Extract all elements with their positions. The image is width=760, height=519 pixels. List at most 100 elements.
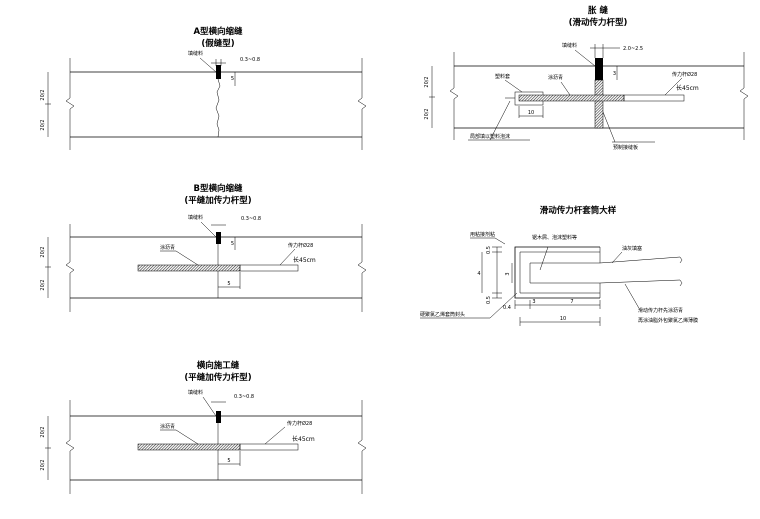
asphalt-coated-dowel — [137, 264, 241, 272]
joint-board-label: 预制接缝板 — [613, 144, 638, 151]
break-line-left — [65, 58, 75, 150]
leader-line — [199, 57, 217, 73]
panel-e-sleeve-detail: 滑动传力杆套筒大样 用粘接剂粘 锯木屑、泡沫塑料等 油灰填塞 硬聚氯乙烯套筒封头… — [420, 205, 698, 326]
leader-line — [264, 426, 286, 445]
sleeve-label: 塑料套 — [495, 73, 510, 80]
dowel-length-label: 长45cm — [293, 256, 316, 264]
leader-line — [489, 292, 518, 319]
sleeve-dimension: 10 — [528, 110, 534, 116]
seal-filler — [216, 411, 221, 423]
panel-a-shrinkage-joint-dummy: A型横向缩缝 (假缝型) 20/2 20/2 填缝料 0.3~0.8 5 — [40, 26, 367, 150]
panel-c-title: 横向施工缝 — [196, 360, 240, 371]
panel-a-subtitle: (假缝型) — [201, 38, 234, 49]
dowel-dimension: 5 — [227, 281, 230, 287]
leader-line — [494, 237, 506, 245]
leader-line — [200, 221, 217, 238]
dowel-bar — [239, 264, 299, 272]
sleeve-outline — [514, 246, 600, 299]
break-line-right — [739, 52, 749, 140]
half-thickness-bottom: 20/2 — [40, 279, 46, 290]
panel-b-subtitle: (平缝加传力杆型) — [184, 195, 251, 206]
width-dimension: 0.3~0.8 — [234, 394, 254, 400]
panel-a-title: A型横向缩缝 — [193, 26, 243, 37]
panel-b-shrinkage-joint-dowel: B型横向缩缝 (平缝加传力杆型) 20/2 20/2 填缝料 0.3~0.8 5… — [40, 183, 367, 312]
dowel-length-label: 长45cm — [676, 84, 699, 92]
panel-d-subtitle: (滑动传力杆型) — [569, 17, 628, 28]
leader-line — [611, 251, 623, 264]
half-thickness-bottom: 20/2 — [40, 459, 46, 470]
width-dimension: 0.3~0.8 — [241, 216, 261, 222]
leader-line — [202, 396, 217, 417]
break-line-right — [357, 58, 367, 150]
asphalt-label: 涂沥青 — [160, 423, 175, 430]
dim-7: 7 — [570, 299, 573, 305]
asphalt-coated-dowel — [137, 443, 241, 451]
leader-line — [560, 81, 571, 96]
half-thickness-top: 20/2 — [40, 89, 46, 100]
filler-label: 锯木屑、泡沫塑料等 — [532, 234, 577, 241]
panel-e-title: 滑动传力杆套筒大样 — [540, 205, 617, 216]
seal-filler-label: 填缝料 — [188, 389, 203, 396]
leader-line — [539, 246, 549, 271]
leader-line — [602, 111, 616, 143]
leader-line — [624, 283, 641, 311]
seal-filler — [216, 65, 221, 79]
dowel-extension-bottom — [599, 279, 683, 287]
leader-line — [489, 100, 511, 141]
dim-04: 0.4 — [503, 305, 511, 311]
break-line-left — [65, 400, 75, 494]
dowel-label: 传力杆Ø28 — [288, 242, 313, 249]
panel-d-title: 胀 缝 — [588, 5, 608, 16]
dim-3: 3 — [532, 299, 535, 305]
leader-line — [664, 77, 683, 96]
half-thickness-bottom: 20/2 — [40, 119, 46, 130]
dowel-coating-label: 滑动传力杆先涂沥青 — [638, 307, 683, 314]
leader-line — [279, 248, 296, 266]
leader-line — [574, 49, 596, 67]
depth-dimension: 5 — [231, 241, 234, 247]
dowel-coating-label-2: 再涂油脂外包聚氯乙烯薄膜 — [638, 317, 698, 324]
sliding-dowel — [529, 262, 600, 284]
dowel-length-label: 长45cm — [292, 435, 315, 443]
half-thickness-top: 20/2 — [40, 246, 46, 257]
leader-line — [175, 429, 199, 445]
dim-05-bottom: 0.5 — [486, 296, 492, 304]
asphalt-label: 涂沥青 — [548, 74, 563, 81]
asphalt-coated-dowel — [518, 94, 625, 102]
sleeve-inner-outline — [519, 251, 600, 294]
seal-filler — [595, 58, 603, 80]
dowel-label: 传力杆Ø28 — [287, 420, 312, 427]
adhesive-label: 用粘接剂粘 — [470, 231, 495, 238]
dim-05-top: 0.5 — [486, 246, 492, 254]
putty-seal-label: 油灰填塞 — [622, 245, 642, 252]
induced-crack — [215, 78, 221, 138]
half-thickness-top: 20/2 — [424, 76, 430, 87]
dowel-bar — [623, 94, 685, 102]
panel-c-subtitle: (平缝加传力杆型) — [184, 372, 251, 383]
dim-4: 4 — [477, 271, 480, 277]
half-thickness-bottom: 20/2 — [424, 108, 430, 119]
break-line-right — [357, 400, 367, 494]
depth-dimension: 5 — [231, 76, 234, 82]
seal-filler-label: 填缝料 — [188, 214, 203, 221]
leader-line — [504, 79, 523, 93]
dowel-extension-top — [599, 256, 683, 264]
end-cap-label: 硬聚氯乙烯套筒封头 — [420, 311, 465, 318]
preformed-joint-board — [594, 79, 604, 129]
asphalt-label: 涂沥青 — [160, 244, 175, 251]
dowel-bar — [239, 443, 299, 451]
break-line-right — [357, 224, 367, 312]
dowel-label: 传力杆Ø28 — [672, 71, 697, 78]
panel-c-construction-joint: 横向施工缝 (平缝加传力杆型) 20/2 20/2 填缝料 0.3~0.8 涂沥… — [40, 360, 367, 494]
break-line-left — [449, 52, 459, 140]
leader-line — [175, 250, 199, 266]
width-dimension: 0.3~0.8 — [240, 57, 260, 63]
foam-note: 局部填以塑料泡沫 — [470, 133, 510, 140]
width-dimension: 2.0~2.5 — [623, 46, 643, 52]
seal-filler-label: 填缝料 — [188, 50, 203, 57]
dim-10: 10 — [560, 316, 566, 322]
panel-b-title: B型横向缩缝 — [194, 183, 243, 194]
depth-dimension: 3 — [613, 71, 616, 77]
dowel-dimension: 5 — [227, 458, 230, 464]
